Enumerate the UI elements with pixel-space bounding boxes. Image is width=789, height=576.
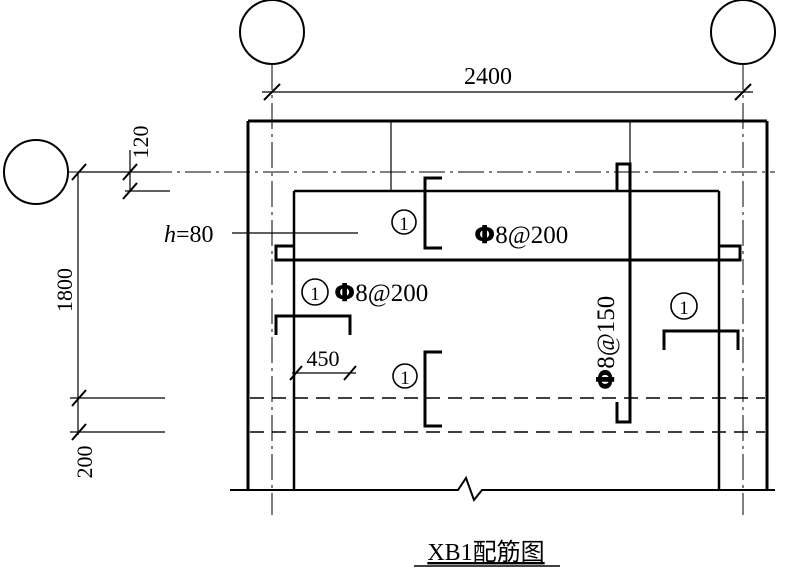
top-bar-spec: Φ8@200	[474, 220, 568, 249]
vertical-bar-spec: Φ8@150	[591, 296, 620, 390]
left-bent-bar	[274, 314, 352, 335]
right-bent-bar	[662, 329, 740, 350]
dim-tick	[71, 389, 87, 407]
dim-tick	[122, 163, 138, 181]
svg-text:1: 1	[679, 298, 689, 319]
dim-hook-label: 450	[307, 346, 340, 371]
dim-tick	[263, 83, 281, 101]
bracket-bar-upper	[423, 176, 442, 250]
bar-mark-lower: 1	[392, 363, 418, 389]
dim-tick	[343, 365, 357, 381]
svg-text:1: 1	[400, 368, 410, 389]
dim-bottom-offset-label: 200	[72, 446, 97, 479]
bar-mark-right: 1	[670, 292, 698, 320]
slab-thickness-label: h=80	[164, 222, 214, 248]
dim-tick	[289, 365, 303, 381]
axis-bubble-left	[239, 0, 305, 65]
main-horizontal-bar	[274, 244, 742, 262]
svg-text:1: 1	[310, 284, 320, 305]
axis-bubble-row	[3, 139, 69, 205]
vertical-bar	[615, 162, 632, 424]
ground-break-line	[230, 475, 775, 503]
dim-tick	[71, 163, 87, 181]
bracket-bar-lower	[423, 350, 442, 428]
dim-span-label: 2400	[464, 64, 512, 90]
dim-tick	[71, 423, 87, 441]
axis-bubble-right	[710, 0, 776, 65]
dim-top-offset-label: 120	[128, 126, 153, 159]
svg-text:1: 1	[399, 214, 409, 235]
bar-mark-left: 1	[301, 278, 329, 306]
dim-panel-label: 1800	[52, 268, 77, 312]
bar-mark-upper: 1	[391, 209, 417, 235]
dim-tick	[122, 182, 138, 200]
left-bar-spec: Φ8@200	[334, 278, 428, 307]
drawing-caption: XB1配筋图	[427, 539, 544, 566]
dim-tick	[734, 83, 752, 101]
